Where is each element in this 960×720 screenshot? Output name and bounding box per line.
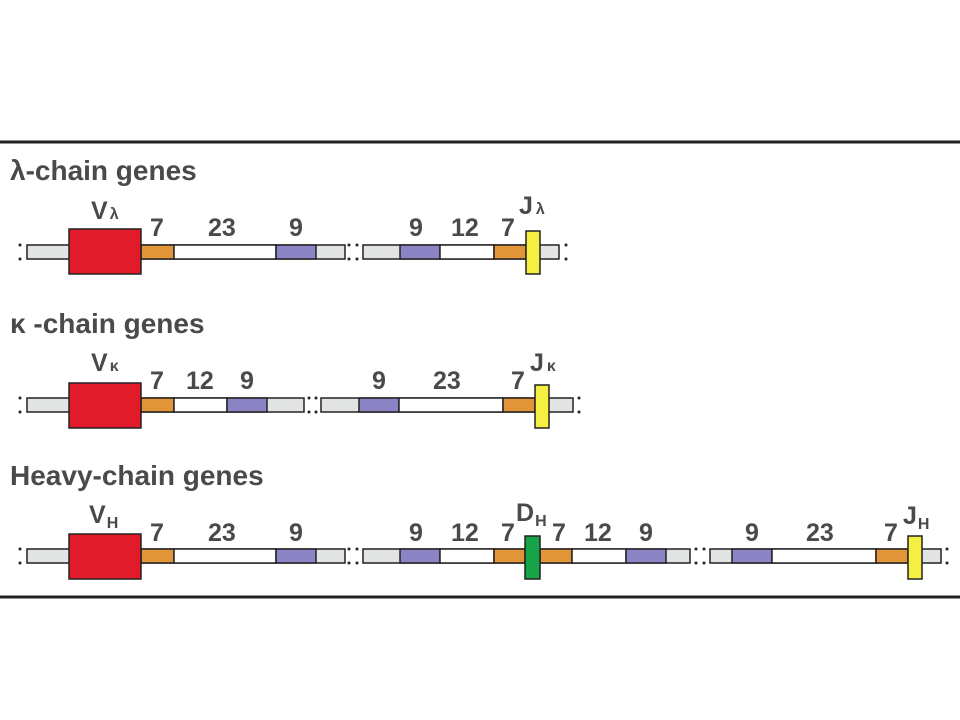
kappa-spacer-23 <box>398 397 504 413</box>
lambda-spacer-label: 23 <box>208 214 236 242</box>
heavy-heptamer-2 <box>493 548 526 564</box>
kappa-spacer-label-2: 23 <box>433 367 461 395</box>
kappa-spacer-label: 12 <box>186 367 214 395</box>
lambda-heptamer-label-2: 7 <box>501 214 515 242</box>
heavy-spacer-12 <box>439 548 495 564</box>
lambda-spacer-label-2: 12 <box>451 214 479 242</box>
heavy-v-label: VH <box>89 501 118 532</box>
heavy-d-label: DH <box>516 499 547 530</box>
heavy-heptamer-3 <box>539 548 573 564</box>
heavy-spacer-label-2: 12 <box>451 519 479 547</box>
heavy-heptamer <box>140 548 175 564</box>
lambda-j-segment <box>525 230 541 275</box>
break-icon <box>18 243 568 261</box>
heavy-spacer-label: 23 <box>208 519 236 547</box>
lambda-nonamer-label: 9 <box>289 214 303 242</box>
kappa-locus <box>18 382 581 429</box>
heavy-title: Heavy-chain genes <box>10 460 264 491</box>
kappa-heptamer <box>140 397 175 413</box>
kappa-nonamer-2 <box>358 397 400 413</box>
kappa-nonamer <box>226 397 268 413</box>
heavy-j-segment <box>907 535 923 580</box>
heavy-heptamer-label-4: 7 <box>884 519 898 547</box>
heavy-nonamer <box>275 548 317 564</box>
kappa-heptamer-label: 7 <box>150 367 164 395</box>
heavy-nonamer-label-3: 9 <box>639 519 653 547</box>
heavy-nonamer-label-4: 9 <box>745 519 759 547</box>
kappa-j-segment <box>534 384 550 429</box>
kappa-title: κ -chain genes <box>10 308 205 339</box>
kappa-heptamer-label-2: 7 <box>511 367 525 395</box>
lambda-spacer-23 <box>173 244 277 260</box>
lambda-nonamer-2 <box>399 244 441 260</box>
heavy-nonamer-4 <box>731 548 773 564</box>
lambda-title: λ-chain genes <box>10 155 197 186</box>
kappa-nonamer-label-2: 9 <box>372 367 386 395</box>
heavy-heptamer-4 <box>875 548 909 564</box>
heavy-heptamer-label-3: 7 <box>552 519 566 547</box>
heavy-nonamer-3 <box>625 548 667 564</box>
kappa-heptamer-2 <box>502 397 536 413</box>
break-icon <box>18 547 949 565</box>
lambda-heptamer-label: 7 <box>150 214 164 242</box>
lambda-nonamer <box>275 244 317 260</box>
heavy-heptamer-label: 7 <box>150 519 164 547</box>
kappa-v-segment <box>68 382 142 429</box>
heavy-nonamer-label-2: 9 <box>409 519 423 547</box>
lambda-nonamer-label-2: 9 <box>409 214 423 242</box>
kappa-nonamer-label: 9 <box>240 367 254 395</box>
heavy-spacer-23-b <box>771 548 877 564</box>
heavy-heptamer-label-2: 7 <box>501 519 515 547</box>
heavy-spacer-23 <box>173 548 277 564</box>
heavy-j-label: JH <box>903 502 929 533</box>
heavy-spacer-label-4: 23 <box>806 519 834 547</box>
heavy-spacer-12-b <box>571 548 627 564</box>
heavy-spacer-label-3: 12 <box>584 519 612 547</box>
kappa-spacer-12 <box>173 397 228 413</box>
lambda-locus <box>18 228 568 275</box>
break-icon <box>18 396 581 414</box>
heavy-v-segment <box>68 533 142 580</box>
lambda-heptamer-2 <box>493 244 527 260</box>
lambda-v-segment <box>68 228 142 275</box>
heavy-locus <box>18 533 949 580</box>
lambda-spacer-12 <box>439 244 495 260</box>
lambda-heptamer <box>140 244 175 260</box>
heavy-d-segment <box>524 535 541 580</box>
heavy-nonamer-label: 9 <box>289 519 303 547</box>
heavy-nonamer-2 <box>399 548 441 564</box>
